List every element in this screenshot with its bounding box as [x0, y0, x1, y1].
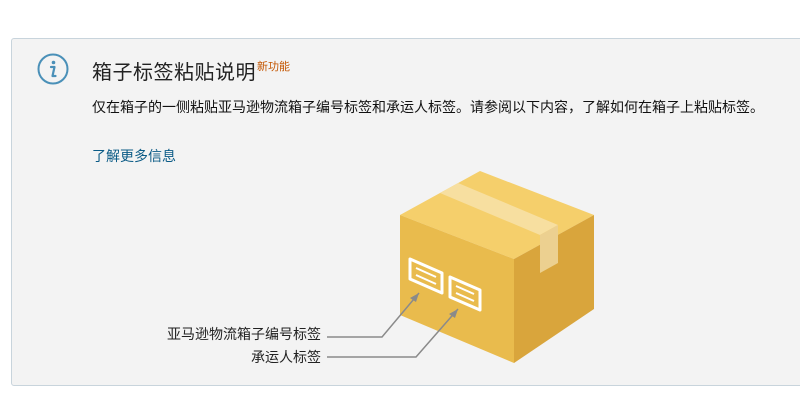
box-front-face — [400, 215, 514, 363]
info-icon — [37, 53, 69, 85]
title-text: 箱子标签粘贴说明 — [92, 60, 256, 84]
new-feature-badge: 新功能 — [257, 60, 290, 73]
carrier-label-mark — [448, 275, 482, 312]
box-tape — [440, 183, 558, 235]
carrier-label-caption: 承运人标签 — [251, 350, 321, 366]
box-side-face — [514, 215, 594, 363]
panel-description: 仅在箱子的一侧粘贴亚马逊物流箱子编号标签和承运人标签。请参阅以下内容，了解如何在… — [92, 100, 764, 116]
box-illustration — [327, 171, 594, 363]
leader-line-box-id — [327, 292, 420, 338]
learn-more-link[interactable]: 了解更多信息 — [92, 149, 176, 165]
panel-title: 箱子标签粘贴说明新功能 — [92, 56, 290, 85]
info-panel: 箱子标签粘贴说明新功能 仅在箱子的一侧粘贴亚马逊物流箱子编号标签和承运人标签。请… — [11, 38, 800, 386]
box-id-label-caption: 亚马逊物流箱子编号标签 — [167, 327, 321, 343]
box-id-label-mark — [408, 257, 444, 295]
leader-line-carrier — [327, 308, 459, 358]
box-tape-drop — [540, 225, 558, 273]
